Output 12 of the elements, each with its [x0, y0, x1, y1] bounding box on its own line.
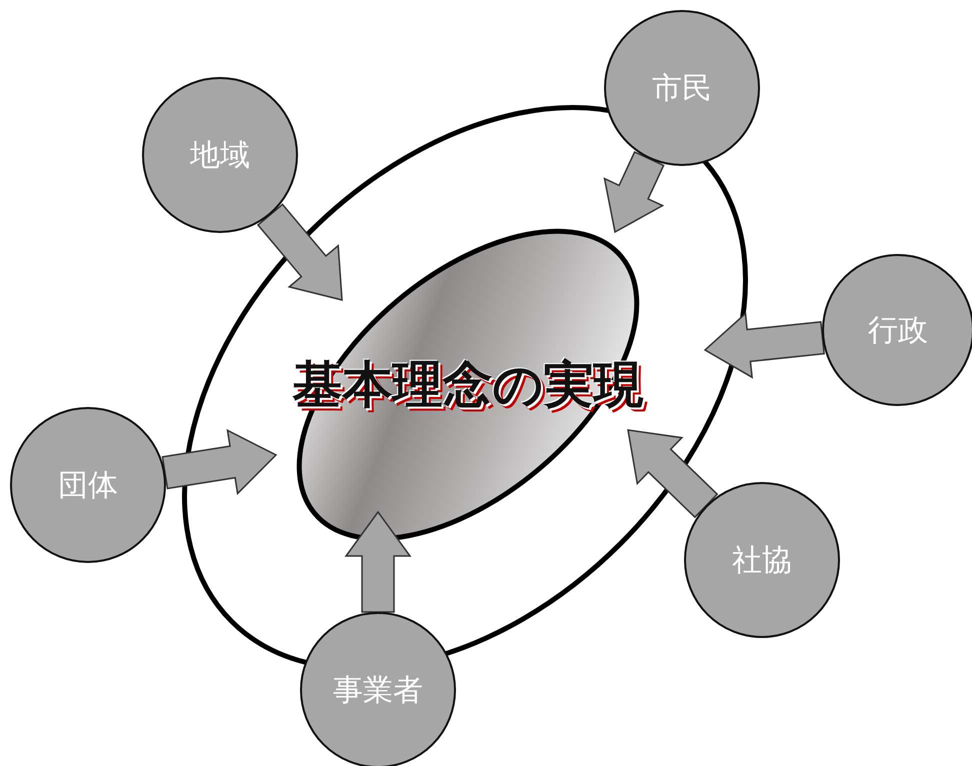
block-arrow — [627, 429, 718, 518]
stakeholder-circle: 市民 — [604, 10, 760, 166]
block-arrow — [344, 510, 412, 613]
block-arrow — [704, 312, 825, 379]
stakeholder-circle: 団体 — [10, 407, 166, 563]
block-arrow — [603, 151, 665, 234]
block-arrow — [256, 203, 343, 301]
stakeholder-circle: 社協 — [684, 482, 840, 638]
stakeholder-circle: 事業者 — [300, 612, 456, 766]
stakeholder-circle: 地域 — [142, 77, 298, 233]
block-arrow — [162, 428, 278, 496]
stakeholder-circle: 行政 — [822, 254, 972, 406]
